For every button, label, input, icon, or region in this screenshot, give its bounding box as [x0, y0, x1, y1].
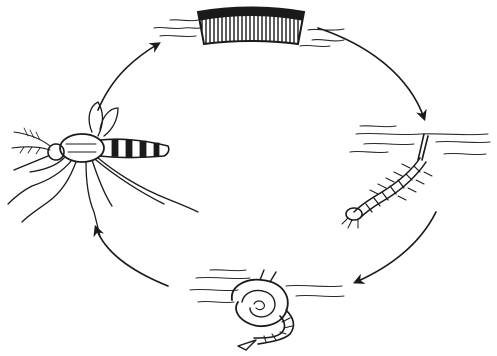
arrow-adult-to-eggs [98, 44, 158, 110]
arrow-pupa-to-adult [96, 228, 168, 286]
stage-pupa [190, 270, 344, 350]
egg-raft-icon [198, 8, 304, 45]
adult-mosquito-icon [8, 102, 198, 236]
stage-eggs [154, 8, 344, 47]
stage-larva [342, 126, 490, 228]
larva-icon [342, 134, 432, 228]
arrow-larva-to-pupa [356, 212, 436, 282]
stage-adult [8, 102, 198, 236]
arrow-eggs-to-larva [318, 28, 424, 118]
water-surface-bottom [190, 270, 344, 303]
pupa-icon [232, 270, 294, 350]
